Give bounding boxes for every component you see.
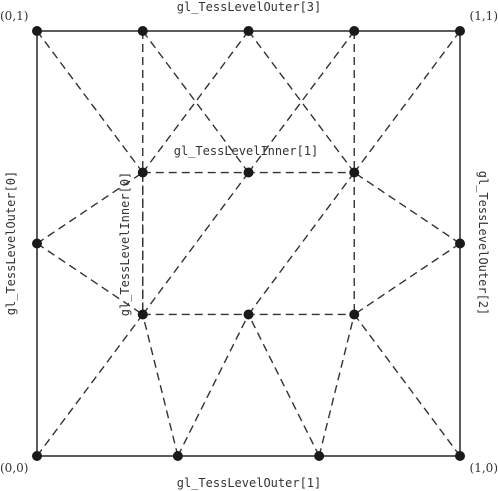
vertex-bottom (314, 451, 325, 461)
tessellation-vertices (32, 26, 465, 461)
vertex-inner (349, 309, 360, 320)
vertex-inner (137, 309, 148, 320)
vertex-top (32, 26, 42, 36)
tessellation-edges (36, 30, 461, 457)
dashed-edge (36, 242, 144, 316)
dashed-edge (247, 172, 355, 315)
dashed-edge (247, 314, 320, 457)
inner0-label: gl_TessLevelInner[0] (118, 172, 132, 317)
vertex-left (32, 238, 42, 249)
outer-square (36, 30, 461, 457)
dashed-edge (177, 314, 250, 457)
dashed-edge (353, 314, 461, 457)
outer3-label: gl_TessLevelOuter[3] (177, 0, 322, 14)
dashed-edge (142, 172, 250, 315)
vertex-inner (349, 167, 360, 178)
corner-label-top-left: (0,1) (0, 9, 28, 23)
vertex-right (455, 238, 465, 249)
vertex-top (243, 26, 254, 36)
vertex-bottom (172, 451, 183, 461)
vertex-top (349, 26, 360, 36)
outer2-label: gl_TessLevelOuter[2] (476, 171, 490, 316)
dashed-edge (36, 30, 144, 173)
corner-label-top-right: (1,1) (470, 9, 498, 23)
dashed-edge (353, 242, 461, 316)
dashed-edge (247, 30, 355, 173)
dashed-edge (318, 314, 355, 457)
dashed-edge (36, 171, 144, 245)
vertex-top (137, 26, 148, 36)
dashed-edge (142, 30, 250, 173)
corner-label-bottom-right: (1,0) (470, 461, 498, 475)
vertex-top (455, 26, 465, 36)
vertex-bottom (32, 451, 42, 461)
outer1-label: gl_TessLevelOuter[1] (177, 476, 322, 490)
dashed-edge (142, 30, 250, 173)
dashed-edge (36, 314, 144, 457)
corner-label-bottom-left: (0,0) (0, 461, 28, 475)
inner1-label: gl_TessLevelInner[1] (174, 144, 319, 158)
outer0-label: gl_TessLevelOuter[0] (4, 171, 18, 316)
vertex-inner (137, 167, 148, 178)
vertex-inner (243, 309, 254, 320)
dashed-edge (142, 314, 179, 457)
vertex-inner (243, 167, 254, 178)
dashed-edge (247, 30, 355, 173)
vertex-bottom (455, 451, 465, 461)
dashed-edge (353, 171, 461, 245)
dashed-edge (353, 30, 461, 173)
